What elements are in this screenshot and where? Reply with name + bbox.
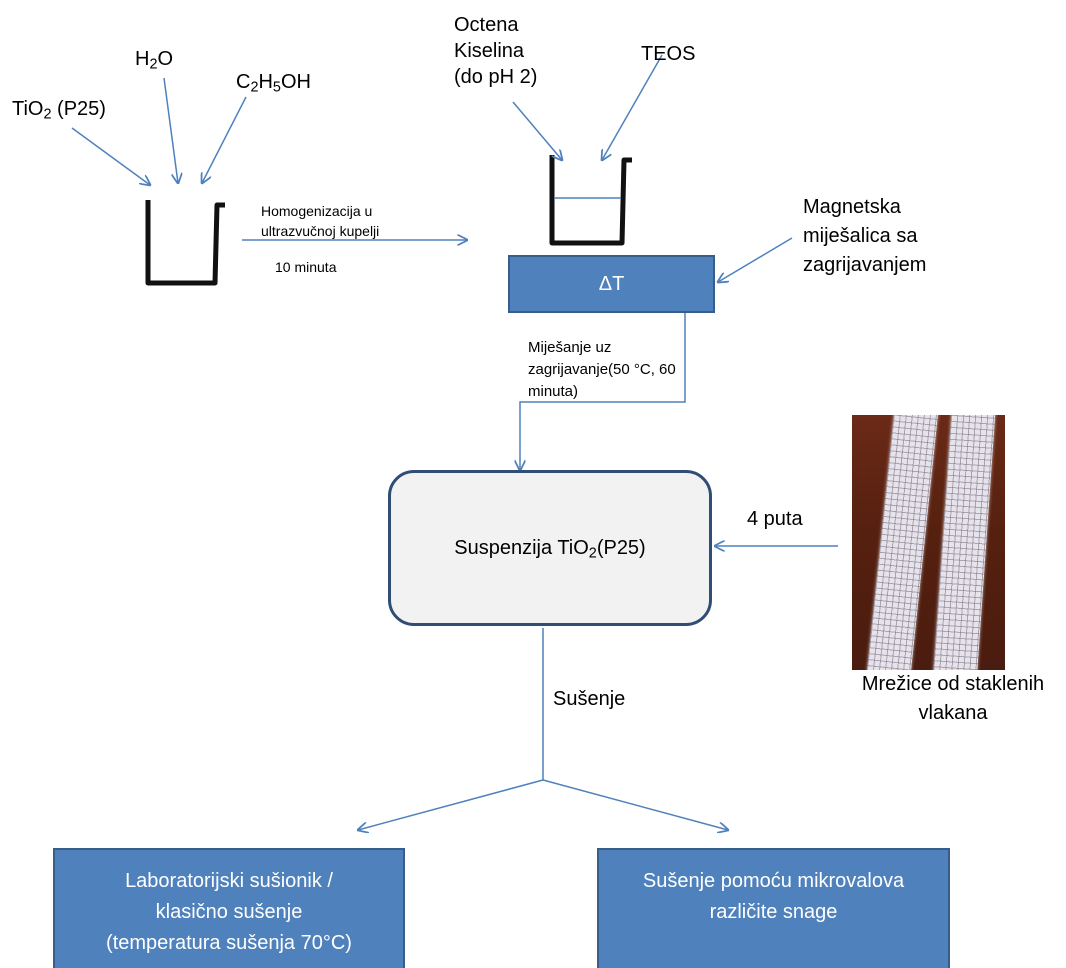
lab-dryer-box: Laboratorijski sušionik / klasično sušen… — [53, 848, 405, 968]
arrow-drying-left — [358, 779, 544, 830]
stirring-step-text: Miješanje uz zagrijavanje(50 °C, 60 minu… — [528, 339, 676, 400]
magnetic-stirrer-label: Magnetska miješalica sa zagrijavanjem — [803, 196, 927, 276]
beaker-right-icon — [549, 155, 632, 246]
reagent-ethanol-label: C2H5OH — [236, 71, 311, 96]
reagent-acid-label: Octena Kiselina (do pH 2) — [454, 14, 538, 88]
reagent-water-label: H2O — [135, 48, 174, 73]
mesh-strip-left — [865, 415, 939, 670]
arrow-tio2 — [71, 127, 150, 185]
arrow-stirring-to-suspension — [520, 283, 686, 470]
repeat-count-label: 4 puta — [747, 508, 803, 530]
heater-delta-t-box: ΔT — [508, 255, 715, 313]
arrow-ethanol — [202, 96, 247, 183]
reagent-teos-label: TEOS — [641, 43, 696, 65]
suspension-box: Suspenzija TiO2(P25) — [388, 470, 712, 626]
arrow-acid — [512, 101, 562, 160]
photo-caption: Mrežice od staklenih vlakana — [861, 673, 1045, 724]
drying-label: Sušenje — [553, 688, 626, 710]
arrow-magnetic-stirrer — [718, 237, 793, 282]
mesh-strip-right — [932, 415, 996, 670]
homogenization-duration: 10 minuta — [275, 259, 337, 275]
microwave-drying-box: Sušenje pomoću mikrovalova različite sna… — [597, 848, 950, 968]
beaker-left-icon — [145, 200, 225, 286]
arrow-water — [163, 77, 178, 183]
homogenization-text: Homogenizacija u ultrazvučnoj kupelji — [261, 203, 380, 240]
arrow-teos — [602, 54, 663, 160]
arrow-drying-right — [542, 779, 728, 830]
fiberglass-mesh-photo — [852, 415, 1005, 670]
reagent-tio2-label: TiO2 (P25) — [12, 98, 106, 123]
